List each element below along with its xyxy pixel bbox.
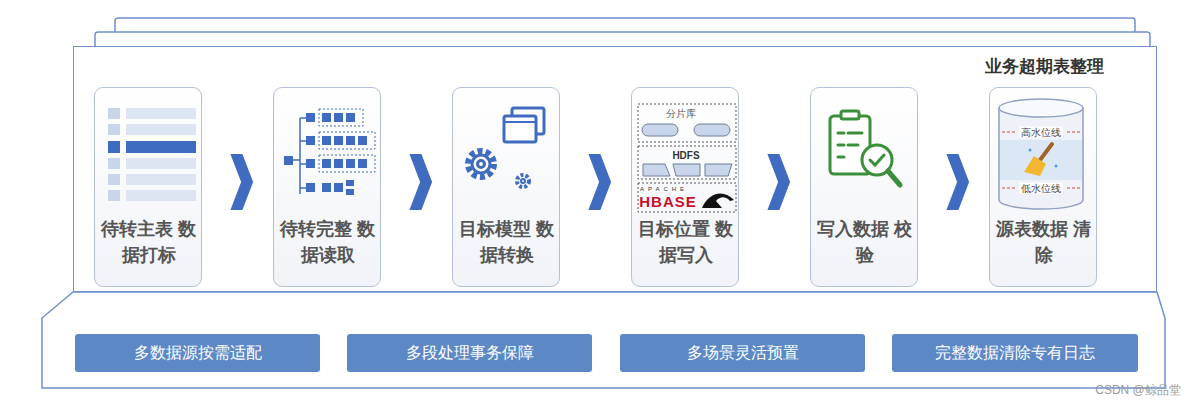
- watermark: CSDN @鲸品堂: [1095, 384, 1181, 397]
- button-label: 多段处理事务保障: [406, 343, 534, 364]
- feature-button: 多段处理事务保障: [347, 334, 592, 372]
- cleanup-icon: [999, 99, 1083, 209]
- process-group-panel: 业务超期表整理待转主表 数据打标 待转完整 数据读取 目标模型 数据转换 目标位置 数…: [73, 46, 1157, 292]
- step-label: 目标模型 数据转换: [459, 216, 555, 268]
- flow-chevron: [230, 154, 253, 210]
- feature-button: 多数据源按需适配: [75, 334, 320, 372]
- flow-chevron: [767, 154, 790, 210]
- level-label: 高水位线: [1019, 127, 1063, 138]
- step-label: 源表数据 清除: [996, 216, 1092, 268]
- panel-title: 业务超期表整理: [985, 55, 1104, 78]
- logo-text: APACHE: [640, 186, 688, 193]
- level-label: 低水位线: [1019, 183, 1063, 194]
- table-icon: [108, 108, 196, 201]
- base-platform: [42, 292, 1165, 388]
- feature-button: 完整数据清除专有日志: [892, 334, 1138, 372]
- tree-icon: [284, 109, 375, 195]
- flow-chevron: [946, 154, 969, 210]
- button-label: 多数据源按需适配: [134, 343, 262, 364]
- store-label: 分片库: [664, 108, 698, 119]
- step-label: 待转完整 数据读取: [280, 216, 376, 268]
- step-label: 待转主表 数据打标: [101, 216, 197, 268]
- check-icon: [830, 111, 900, 185]
- flow-chevron: [588, 154, 611, 210]
- feature-button: 多场景灵活预置: [620, 334, 865, 372]
- button-label: 完整数据清除专有日志: [935, 343, 1095, 364]
- flow-chevron: [409, 154, 432, 210]
- store-label: HDFS: [670, 150, 701, 161]
- step-label: 目标位置 数据写入: [638, 216, 734, 268]
- button-label: 多场景灵活预置: [687, 343, 799, 364]
- logo-text: HBASE: [639, 194, 697, 211]
- gear-icon: [468, 108, 544, 187]
- storage-icon: [638, 104, 736, 212]
- step-label: 写入数据 校验: [817, 216, 913, 268]
